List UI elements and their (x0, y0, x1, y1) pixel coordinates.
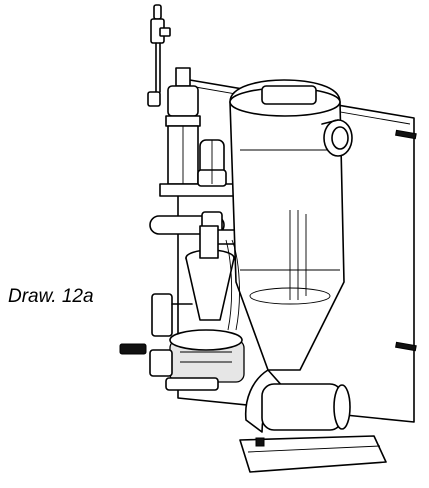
base-frame (239, 435, 387, 473)
solenoid-valve (159, 67, 235, 197)
figure-caption: Draw. 12a (8, 286, 94, 307)
cyclone-body (229, 79, 345, 371)
connecting-hoses (225, 239, 240, 331)
small-filter-canister (197, 139, 227, 187)
pump-housing (165, 329, 245, 391)
outlet-bend (244, 369, 351, 433)
top-sensor-probe (147, 4, 171, 107)
inlet-fitting (119, 293, 193, 377)
small-cone-separator (185, 225, 235, 321)
side-port (321, 119, 353, 157)
